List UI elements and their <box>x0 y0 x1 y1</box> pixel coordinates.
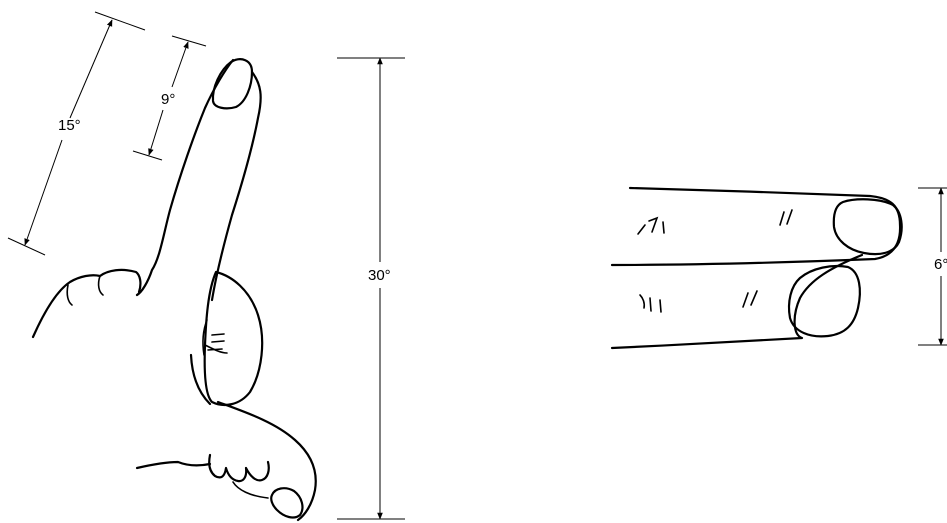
top-finger-outline <box>610 186 902 267</box>
knuckle-line <box>232 481 269 499</box>
crease-mark <box>207 348 223 351</box>
dimension-line-upper <box>69 19 113 119</box>
label-15-degrees: 15° <box>58 117 81 134</box>
joint-mark <box>649 297 652 312</box>
palm-crease-line <box>204 344 228 354</box>
dimension-9-degrees: 9° <box>132 35 207 161</box>
crease-mark <box>211 333 225 336</box>
joint-mark <box>742 292 749 308</box>
dimension-15-degrees: 15° <box>7 11 146 256</box>
dimension-6-degrees: 6° <box>918 187 947 346</box>
thumbnail <box>270 487 304 519</box>
joint-mark <box>779 211 785 226</box>
top-fingernail <box>832 198 903 256</box>
two-fingers-diagram <box>610 186 903 350</box>
knuckle-line <box>66 284 73 306</box>
thumb-pad <box>203 270 264 407</box>
dimension-line-lower <box>24 139 63 246</box>
joint-mark <box>659 299 662 313</box>
extension-line-bottom <box>7 237 46 256</box>
extension-line-top <box>171 35 207 47</box>
label-6-degrees: 6° <box>934 256 947 273</box>
bottom-fingernail <box>787 264 861 338</box>
dimension-line-upper <box>171 41 189 88</box>
joint-mark <box>637 224 646 235</box>
joint-mark <box>639 294 646 309</box>
joint-mark <box>662 221 665 234</box>
extension-line-top <box>94 11 146 31</box>
joint-mark <box>750 290 758 306</box>
thumb-lower-edge <box>216 400 317 522</box>
index-finger-right-edge <box>210 70 262 302</box>
palm-crease <box>189 353 212 406</box>
fingernail <box>211 58 254 110</box>
hand-outline-left <box>31 58 317 522</box>
knuckle-line <box>97 275 104 296</box>
bottom-finger-top-edge <box>610 253 864 350</box>
dimension-line-lower <box>148 109 164 156</box>
curled-fingers-top <box>31 268 142 339</box>
label-30-degrees: 30° <box>368 267 391 284</box>
extension-line-bottom <box>132 150 163 161</box>
wrist-line <box>135 460 212 470</box>
joint-mark <box>648 216 659 233</box>
curled-knuckles <box>208 453 270 483</box>
crease-mark <box>202 319 208 356</box>
crease-mark <box>211 340 225 343</box>
index-finger-left-edge <box>135 58 235 297</box>
dimension-30-degrees: 30° <box>337 57 405 520</box>
joint-mark <box>786 209 793 225</box>
label-9-degrees: 9° <box>161 91 175 108</box>
